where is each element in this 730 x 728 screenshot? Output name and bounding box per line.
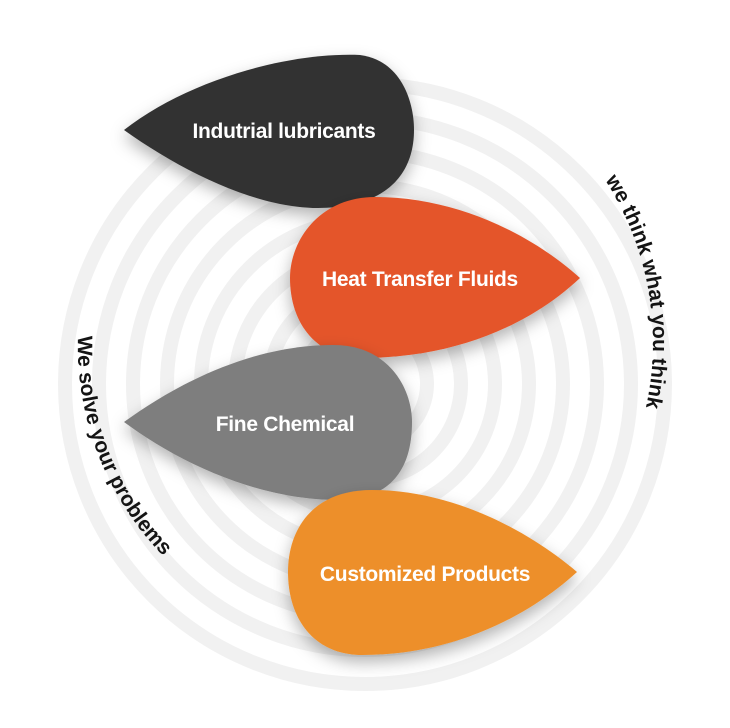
petal-shape-fine-chemical [124,345,412,500]
petal-heat-transfer-fluids[interactable] [290,197,580,358]
petal-shape-industrial [124,54,414,208]
petal-shape-customized [288,490,577,655]
petal-label-fine-chemical: Fine Chemical [216,413,354,436]
petal-label-industrial: Indutrial lubricants [192,120,375,143]
petal-shape-heat-transfer [290,197,580,358]
petal-label-heat-transfer: Heat Transfer Fluids [322,268,518,291]
petal-label-customized: Customized Products [320,563,530,586]
petal-industrial-lubricants[interactable] [124,54,414,208]
petal-fine-chemical[interactable] [124,345,412,500]
petal-customized-products[interactable] [288,490,577,655]
